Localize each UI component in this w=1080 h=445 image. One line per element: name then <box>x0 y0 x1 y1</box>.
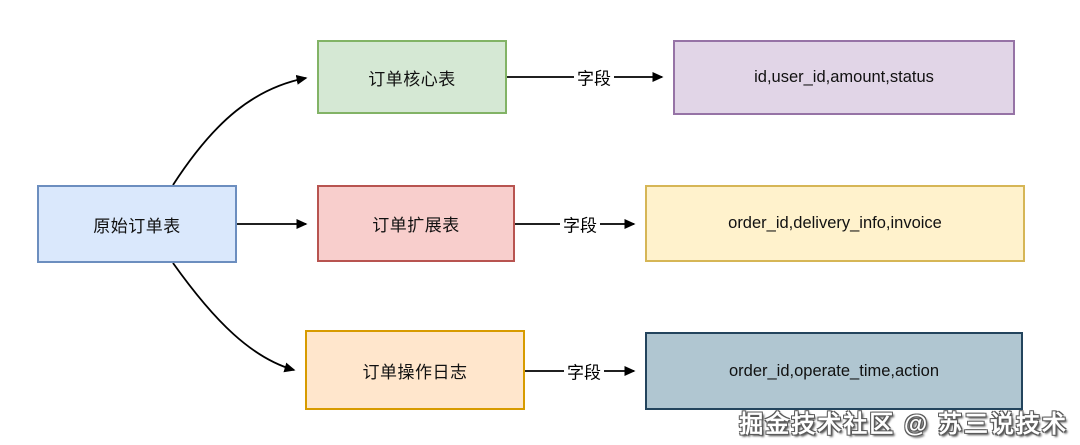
watermark-text: 掘金技术社区 @ 苏三说技术 <box>739 411 1068 438</box>
node-core-fields: id,user_id,amount,status <box>673 40 1015 115</box>
node-order-operation-log: 订单操作日志 <box>305 330 525 410</box>
edge-source-to-core <box>172 74 308 186</box>
node-label: order_id,operate_time,action <box>728 361 940 380</box>
node-label: 订单核心表 <box>368 69 456 89</box>
node-label: 订单扩展表 <box>372 216 460 235</box>
node-label: id,user_id,amount,status <box>754 68 934 86</box>
node-extend-fields: order_id,delivery_info,invoice <box>645 185 1025 262</box>
edge-label-fields-2: 字段 <box>560 211 600 237</box>
node-label: 订单操作日志 <box>362 362 468 382</box>
edge-label-fields-3: 字段 <box>564 358 604 384</box>
edge-label-fields-1: 字段 <box>574 64 614 90</box>
node-order-core-table: 订单核心表 <box>317 40 507 114</box>
node-label: order_id,delivery_info,invoice <box>728 214 942 232</box>
node-log-fields: order_id,operate_time,action <box>645 332 1023 410</box>
edge-source-to-log <box>172 262 296 373</box>
node-original-order-table: 原始订单表 <box>37 185 237 263</box>
node-label: 原始订单表 <box>93 216 181 236</box>
node-order-extend-table: 订单扩展表 <box>317 185 515 262</box>
